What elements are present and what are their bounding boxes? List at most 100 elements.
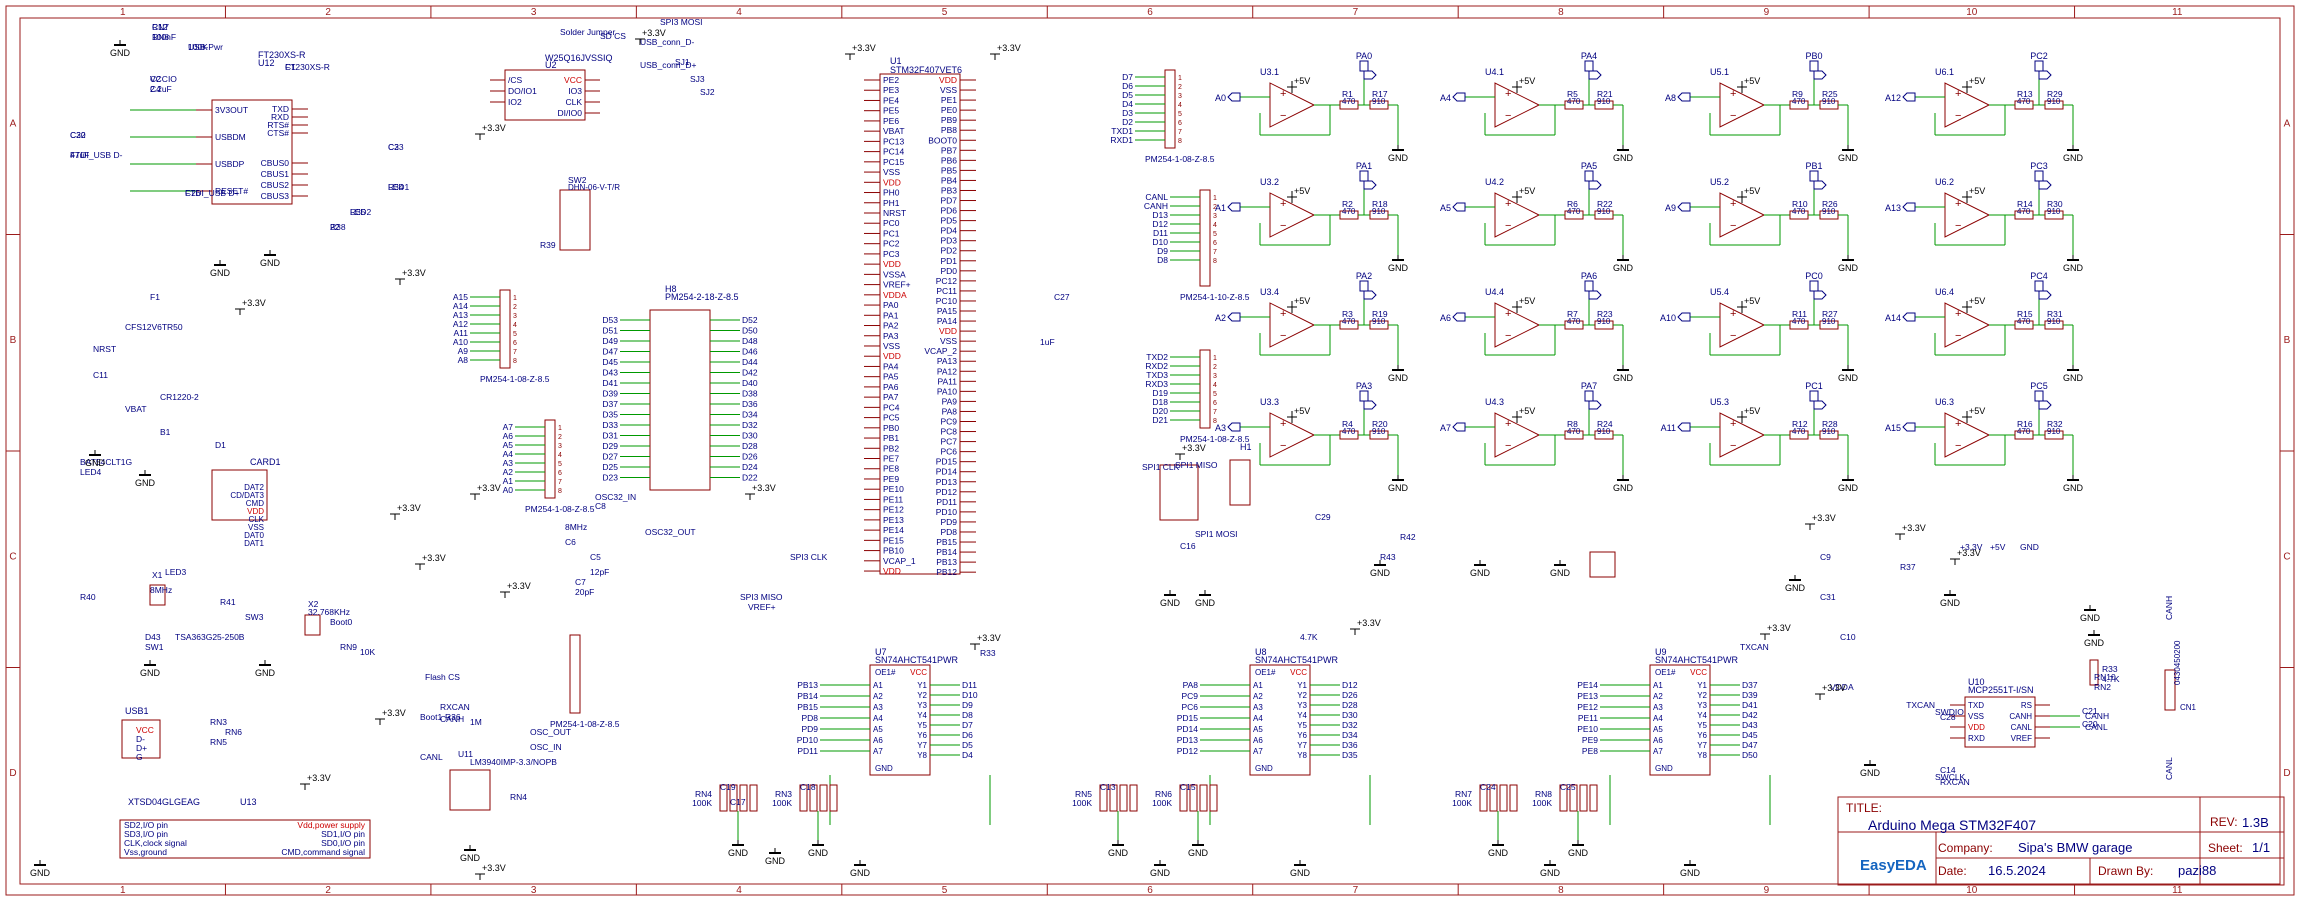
header-net-label: D12: [1152, 219, 1168, 229]
buffer-part: SN74AHCT541PWR: [1655, 655, 1739, 665]
output-flag: [1588, 70, 1602, 80]
component-label: C24: [1480, 782, 1496, 792]
u1-pin-name: PE2: [883, 75, 899, 85]
opamp-minus: −: [1955, 220, 1961, 232]
component-label: SPI3 MISO: [740, 592, 783, 602]
opamp-supply: +5V: [1519, 76, 1535, 86]
crystal-x1: [149, 584, 166, 606]
power-3v3: +3.3V: [642, 28, 666, 38]
gnd-symbol: [89, 450, 101, 456]
card1-pin: VDD: [247, 507, 264, 516]
header-net-label: A3: [503, 458, 514, 468]
opamp-gnd: [1617, 145, 1629, 151]
buffer-ref: U9: [1655, 647, 1667, 657]
header-net-label: A6: [503, 431, 514, 441]
component-label: SPI1 MISO: [1175, 460, 1218, 470]
component-label: C3: [388, 142, 399, 152]
card1-pin: CD/DAT3: [230, 491, 264, 500]
buffer-in-net: PE14: [1577, 680, 1598, 690]
r1-value: 470: [1342, 207, 1356, 216]
opamp-input-net: A7: [1440, 423, 1451, 433]
header-pin-number: 5: [1213, 231, 1217, 238]
component-label: Boot1: [420, 712, 442, 722]
buffer-out-net: D41: [1742, 700, 1758, 710]
gnd-label: GND: [140, 668, 161, 678]
gnd-label: GND: [1838, 263, 1859, 273]
component-label: LED4: [80, 467, 102, 477]
frame-column-label: 7: [1353, 7, 1359, 18]
gnd-label: GND: [808, 848, 829, 858]
u10-part: MCP2551T-I/SN: [1968, 685, 2034, 695]
opamp-gnd: [1392, 145, 1404, 151]
buffer-pin: Y4: [1697, 711, 1707, 720]
gnd-label: GND: [1613, 263, 1634, 273]
buffer-out-net: D34: [1342, 730, 1358, 740]
opamp-gnd: [1617, 365, 1629, 371]
opamp-output-net: PC4: [2030, 271, 2048, 281]
buffer-pin: A1: [873, 681, 883, 690]
gnd-symbol: [769, 848, 781, 854]
rn-ref: RN3: [775, 789, 792, 799]
output-flag: [1813, 180, 1827, 190]
u1-pin-name: PE1: [941, 95, 957, 105]
input-flag: [1677, 92, 1691, 102]
header-pin-number: 7: [1178, 129, 1182, 136]
gnd-label: GND: [255, 668, 276, 678]
component-label: TXCAN: [1740, 642, 1769, 652]
component-label: CANH: [440, 714, 464, 724]
header-net-label: D2: [1122, 117, 1133, 127]
u1-pin-name: PB2: [883, 443, 899, 453]
title-block: TITLE: Arduino Mega STM32F407 REV: 1.3B …: [1838, 797, 2284, 885]
buffer-out-net: D30: [1342, 710, 1358, 720]
component-label: SWDIO: [1935, 707, 1964, 717]
opamp-triangle: [1269, 82, 1316, 128]
opamp-triangle: [1944, 302, 1991, 348]
header-pin-number: 8: [1178, 138, 1182, 145]
rn-ref: RN4: [695, 789, 712, 799]
card1-pin: VSS: [248, 523, 264, 532]
component-label: RN9: [340, 642, 357, 652]
u1-pin-name: PB9: [941, 115, 957, 125]
gnd-label: GND: [728, 848, 749, 858]
u1-pin-name: PD4: [940, 226, 957, 236]
gnd-symbol: [854, 860, 866, 866]
output-port: [1584, 280, 1594, 292]
opamp-output-net: PA0: [1356, 51, 1372, 61]
component-label: +5V: [1990, 542, 2006, 552]
usb1-pin: D+: [136, 743, 147, 753]
opamp-plus: +: [1730, 308, 1736, 320]
header-pin-number: 2: [513, 304, 517, 311]
u12-pin-name: RESET#: [215, 186, 248, 196]
rn-value: 100K: [772, 798, 792, 808]
component-label: SPI1 MOSI: [1195, 529, 1238, 539]
x2-ref: X2: [308, 599, 319, 609]
cn1-part: 0430450200: [2173, 640, 2182, 685]
buffer-in-net: PD10: [797, 735, 819, 745]
output-port: [2034, 280, 2044, 292]
opamp-minus: −: [1730, 330, 1736, 342]
buffer-pin: A6: [1653, 736, 1663, 745]
r2-value: 910: [2047, 317, 2061, 326]
u1-pin-name: PA10: [937, 386, 957, 396]
buffer-out-net: D7: [962, 720, 973, 730]
u10-pin: RS: [2021, 701, 2032, 710]
buffer-pin: A1: [1253, 681, 1263, 690]
rn-gnd: [732, 840, 744, 846]
gnd-label: GND: [1838, 153, 1859, 163]
gnd-label: GND: [1680, 868, 1701, 878]
opamp-input-net: A4: [1440, 93, 1451, 103]
u1-pin-name: PB1: [883, 433, 899, 443]
company-label: Company:: [1938, 841, 1993, 855]
input-flag: [1452, 92, 1466, 102]
rn-ref: RN8: [1535, 789, 1552, 799]
buffer-u9: [1649, 664, 1711, 776]
drawn-label: Drawn By:: [2098, 864, 2154, 878]
rn-gnd: [1572, 840, 1584, 846]
u1-pin-name: PC11: [936, 286, 957, 296]
component-label: C18: [800, 782, 816, 792]
resistor-network-element: [1119, 784, 1128, 812]
u2-pin-name: IO3: [568, 86, 582, 96]
buffer-pin: Y6: [1297, 731, 1307, 740]
component-label: R41: [220, 597, 236, 607]
opamp-supply: +5V: [1519, 186, 1535, 196]
